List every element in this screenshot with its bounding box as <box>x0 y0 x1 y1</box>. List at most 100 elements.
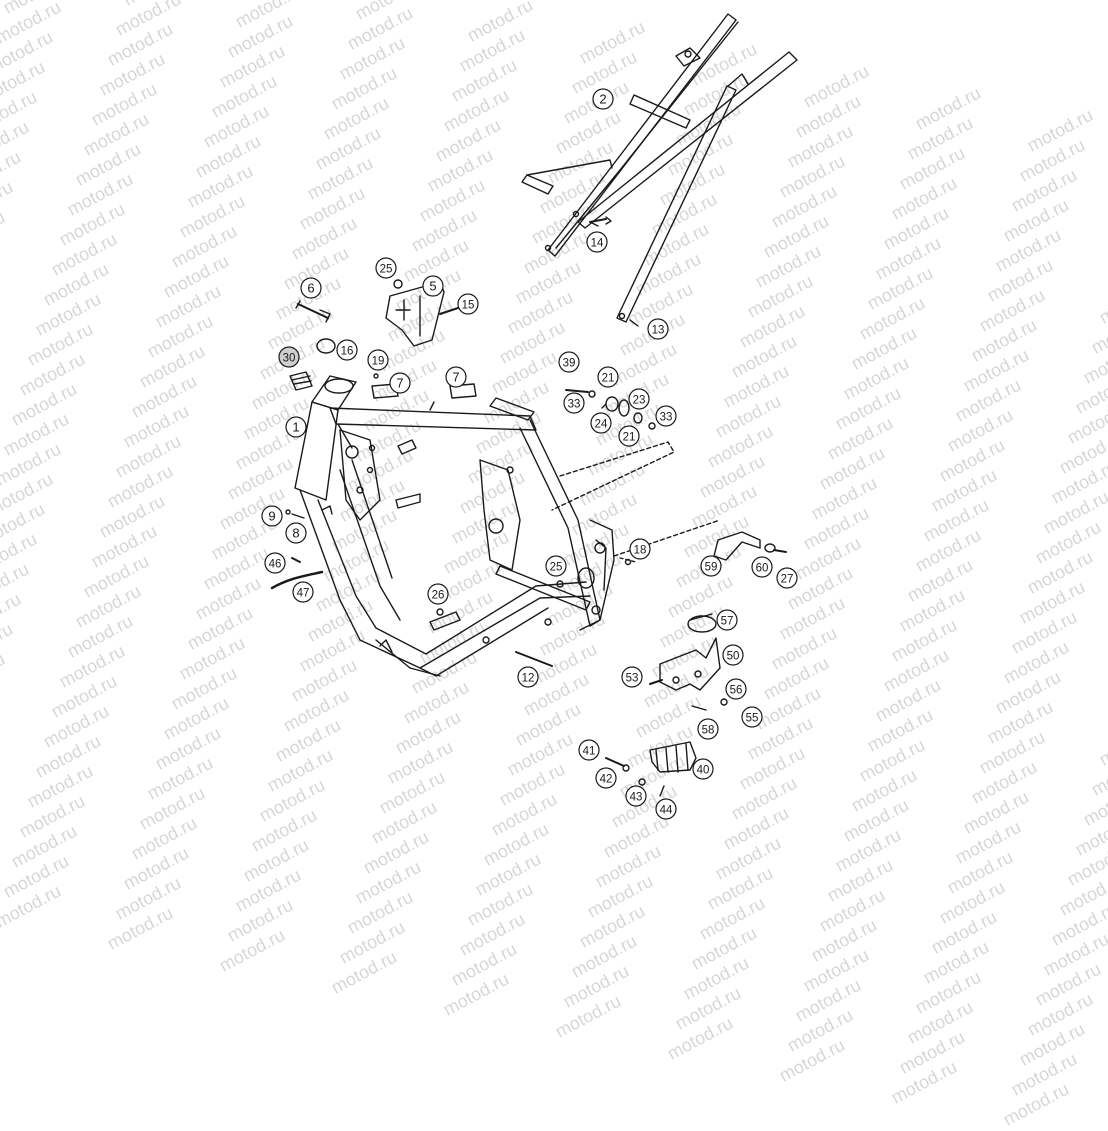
main-frame <box>294 375 615 677</box>
callout-c15: 15 <box>457 293 479 315</box>
callout-number: 46 <box>269 559 282 571</box>
callout-c13: 13 <box>647 318 669 340</box>
callout-number: 8 <box>292 526 299 541</box>
callout-c19: 19 <box>367 349 389 371</box>
callout-circle <box>578 739 600 761</box>
callout-number: 53 <box>626 673 639 685</box>
callout-number: 33 <box>568 399 581 411</box>
callout-circle <box>628 388 650 410</box>
callout-c27: 27 <box>776 567 798 589</box>
callout-number: 44 <box>660 805 673 817</box>
subframe <box>521 13 798 327</box>
callout-c5: 5 <box>422 275 444 297</box>
callout-c16: 16 <box>336 339 358 361</box>
callout-circle <box>261 505 283 527</box>
callout-number: 7 <box>396 376 403 391</box>
callout-circle <box>590 412 612 434</box>
callout-c8: 8 <box>285 522 307 544</box>
callout-c21a: 21 <box>597 366 619 388</box>
callout-c58: 58 <box>697 718 719 740</box>
callout-circle <box>563 392 585 414</box>
callout-circle <box>621 666 643 688</box>
callout-c33a: 33 <box>563 392 585 414</box>
callout-circle <box>445 366 467 388</box>
callout-number: 58 <box>702 725 715 737</box>
callout-circle <box>375 257 397 279</box>
callout-number: 55 <box>746 713 759 725</box>
callout-c14: 14 <box>586 231 608 253</box>
callout-number: 60 <box>756 563 769 575</box>
callout-number: 33 <box>660 412 673 424</box>
callout-c24: 24 <box>590 412 612 434</box>
callout-c42: 42 <box>595 767 617 789</box>
callout-number: 50 <box>727 651 740 663</box>
callout-c23: 23 <box>628 388 650 410</box>
callout-number: 43 <box>630 792 643 804</box>
callout-number: 57 <box>721 616 734 628</box>
callout-number: 21 <box>623 432 636 444</box>
callout-c59: 59 <box>700 555 722 577</box>
callout-number: 13 <box>652 325 665 337</box>
callout-c9: 9 <box>261 505 283 527</box>
callout-c50: 50 <box>722 644 744 666</box>
callout-c56: 56 <box>725 678 747 700</box>
callout-number: 1 <box>292 420 299 435</box>
callout-number: 25 <box>550 562 563 574</box>
callout-circle <box>427 583 449 605</box>
callout-circle <box>558 351 580 373</box>
callout-number: 56 <box>730 685 743 697</box>
callout-number: 47 <box>297 588 310 600</box>
callout-circle <box>625 785 647 807</box>
callout-c46: 46 <box>264 552 286 574</box>
callout-c44: 44 <box>655 798 677 820</box>
callout-c12: 12 <box>517 666 539 688</box>
callout-c57: 57 <box>716 609 738 631</box>
callout-c40: 40 <box>692 758 714 780</box>
callout-circle <box>597 366 619 388</box>
callout-c30: 30 <box>278 346 300 368</box>
callout-circle <box>300 277 322 299</box>
callout-circle <box>285 416 307 438</box>
callout-number: 9 <box>268 509 275 524</box>
callout-c7b: 7 <box>445 366 467 388</box>
callout-circle <box>592 88 614 110</box>
callout-circle <box>700 555 722 577</box>
callout-number: 24 <box>595 419 608 431</box>
callout-number: 2 <box>599 92 606 107</box>
callout-circle <box>422 275 444 297</box>
callout-c6: 6 <box>300 277 322 299</box>
callout-circle <box>457 293 479 315</box>
callout-circle <box>545 555 567 577</box>
callout-number: 19 <box>372 356 385 368</box>
callout-number: 41 <box>583 746 596 758</box>
callout-circle <box>776 567 798 589</box>
callout-circle <box>517 666 539 688</box>
callout-number: 30 <box>283 353 296 365</box>
callout-circle <box>389 372 411 394</box>
callout-circle <box>586 231 608 253</box>
callout-c7a: 7 <box>389 372 411 394</box>
hardware <box>270 221 787 797</box>
callout-c55: 55 <box>741 706 763 728</box>
callout-c25a: 25 <box>375 257 397 279</box>
callout-circle <box>618 425 640 447</box>
callout-c18: 18 <box>629 538 651 560</box>
callout-c25b: 25 <box>545 555 567 577</box>
callout-circle <box>367 349 389 371</box>
callout-number: 23 <box>633 395 646 407</box>
callout-number: 39 <box>563 358 576 370</box>
callout-circle <box>595 767 617 789</box>
callout-number: 15 <box>462 300 475 312</box>
callout-c26: 26 <box>427 583 449 605</box>
callout-circle <box>655 405 677 427</box>
callout-number: 18 <box>634 545 647 557</box>
callout-circle <box>722 644 744 666</box>
callout-number: 40 <box>697 765 710 777</box>
callout-number: 16 <box>341 346 354 358</box>
callout-number: 42 <box>600 774 613 786</box>
callout-number: 25 <box>380 264 393 276</box>
callout-circle <box>285 522 307 544</box>
callout-c47: 47 <box>292 581 314 603</box>
